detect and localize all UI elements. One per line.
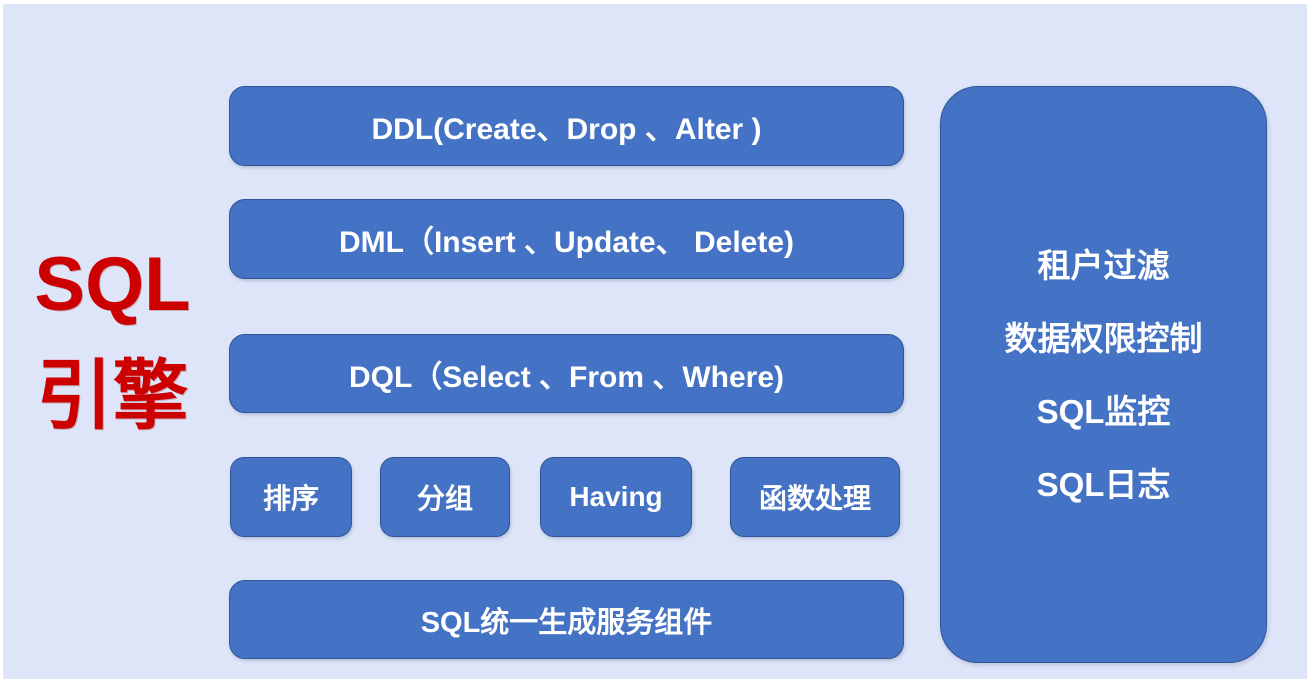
statement-box-dml[interactable]: DML（Insert 、Update、 Delete) <box>229 199 904 279</box>
sql-engine-title: SQL 引擎 <box>10 240 215 441</box>
clause-chip-sort-label: 排序 <box>262 483 319 514</box>
governance-item-sql-monitor: SQL监控 <box>1036 392 1171 430</box>
clause-chip-having[interactable]: Having <box>540 457 692 537</box>
statement-box-ddl[interactable]: DDL(Create、Drop 、Alter ) <box>229 86 904 166</box>
unified-sql-service-label: SQL统一生成服务组件 <box>420 606 713 639</box>
clause-chip-function-label: 函数处理 <box>758 483 871 514</box>
statement-box-ddl-label: DDL(Create、Drop 、Alter ) <box>371 113 762 146</box>
clause-chip-having-label: Having <box>569 481 663 512</box>
statement-box-dql[interactable]: DQL（Select 、From 、Where) <box>229 334 904 413</box>
clause-chip-sort[interactable]: 排序 <box>230 457 352 537</box>
clause-chip-group[interactable]: 分组 <box>380 457 510 537</box>
clause-chip-group-label: 分组 <box>416 483 473 514</box>
statement-box-dql-label: DQL（Select 、From 、Where) <box>348 360 785 394</box>
governance-item-tenant-filter: 租户过滤 <box>1037 246 1170 284</box>
statement-box-dml-label: DML（Insert 、Update、 Delete) <box>338 226 795 259</box>
governance-item-sql-log: SQL日志 <box>1036 465 1171 503</box>
governance-item-data-permission: 数据权限控制 <box>1004 319 1203 357</box>
unified-sql-service-box[interactable]: SQL统一生成服务组件 <box>229 580 904 659</box>
sql-engine-title-line2: 引擎 <box>36 353 189 439</box>
clause-chip-function[interactable]: 函数处理 <box>730 457 900 537</box>
sql-engine-title-line1: SQL <box>34 242 191 327</box>
governance-panel[interactable]: 租户过滤 数据权限控制 SQL监控 SQL日志 <box>940 86 1267 663</box>
